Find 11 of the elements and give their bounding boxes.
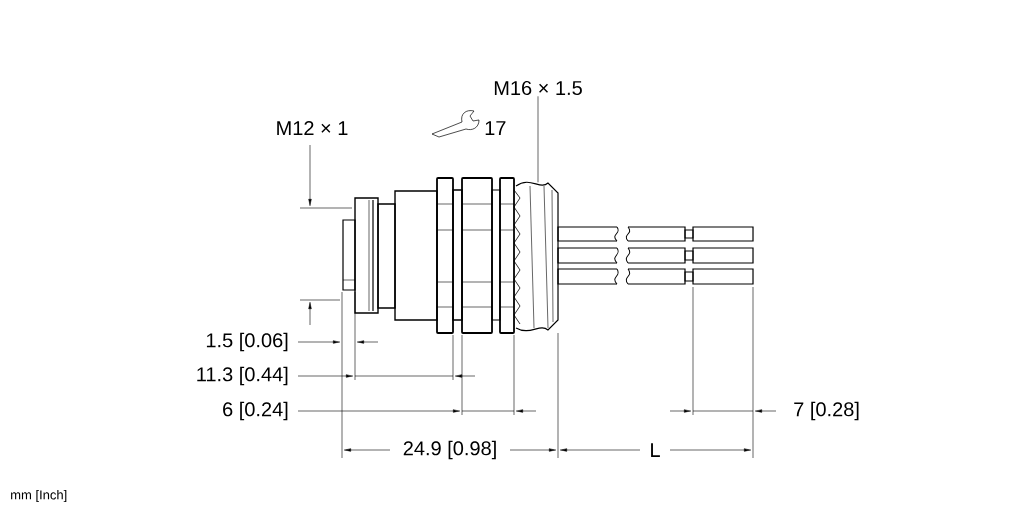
dimension-text: 7 [0.28] xyxy=(791,399,862,423)
leader-line xyxy=(537,96,539,183)
dimension-text: L xyxy=(647,441,663,459)
dimension-text: 11.3 [0.44] xyxy=(193,364,291,388)
thread-drawing xyxy=(513,181,559,332)
unit-note: mm [Inch] xyxy=(8,487,70,505)
dimension-text: 24.9 [0.98] xyxy=(400,438,500,462)
dimension-text: 6 [0.24] xyxy=(220,399,291,423)
dimension-text: 1.5 [0.06] xyxy=(203,330,291,354)
wrench-size-label: 17 xyxy=(482,119,509,137)
thread-label: M16 × 1.5 xyxy=(494,80,582,96)
